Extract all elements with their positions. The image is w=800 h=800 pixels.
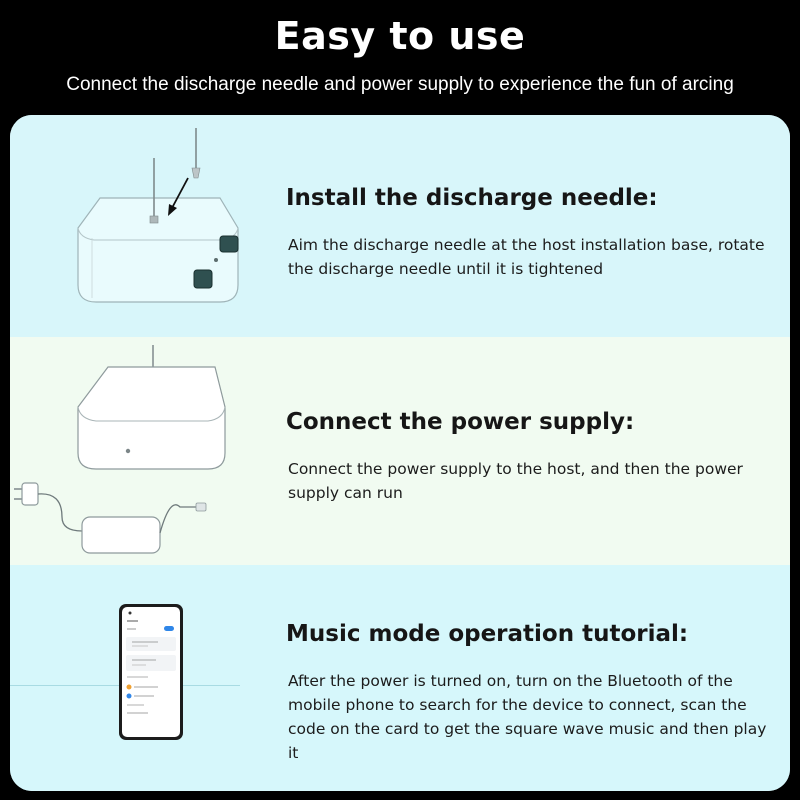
step-heading: Connect the power supply: bbox=[286, 409, 635, 435]
phone-app-icon bbox=[119, 604, 183, 740]
power-supply-icon bbox=[14, 345, 226, 554]
step-description: After the power is turned on, turn on th… bbox=[288, 672, 767, 762]
page-title: Easy to use bbox=[274, 14, 526, 58]
step-description: Aim the discharge needle at the host ins… bbox=[288, 236, 765, 278]
step-install-needle: Install the discharge needle: Aim the di… bbox=[10, 115, 790, 337]
step-heading: Music mode operation tutorial: bbox=[286, 621, 689, 647]
page-subtitle: Connect the discharge needle and power s… bbox=[66, 74, 734, 95]
discharge-needle-install-icon bbox=[77, 128, 239, 303]
steps-card: Install the discharge needle: Aim the di… bbox=[10, 115, 790, 791]
step-power-supply: Connect the power supply: Connect the po… bbox=[10, 337, 790, 565]
step-heading: Install the discharge needle: bbox=[286, 185, 658, 211]
step-description: Connect the power supply to the host, an… bbox=[288, 460, 743, 502]
step-music-mode: Music mode operation tutorial: After the… bbox=[10, 565, 790, 791]
